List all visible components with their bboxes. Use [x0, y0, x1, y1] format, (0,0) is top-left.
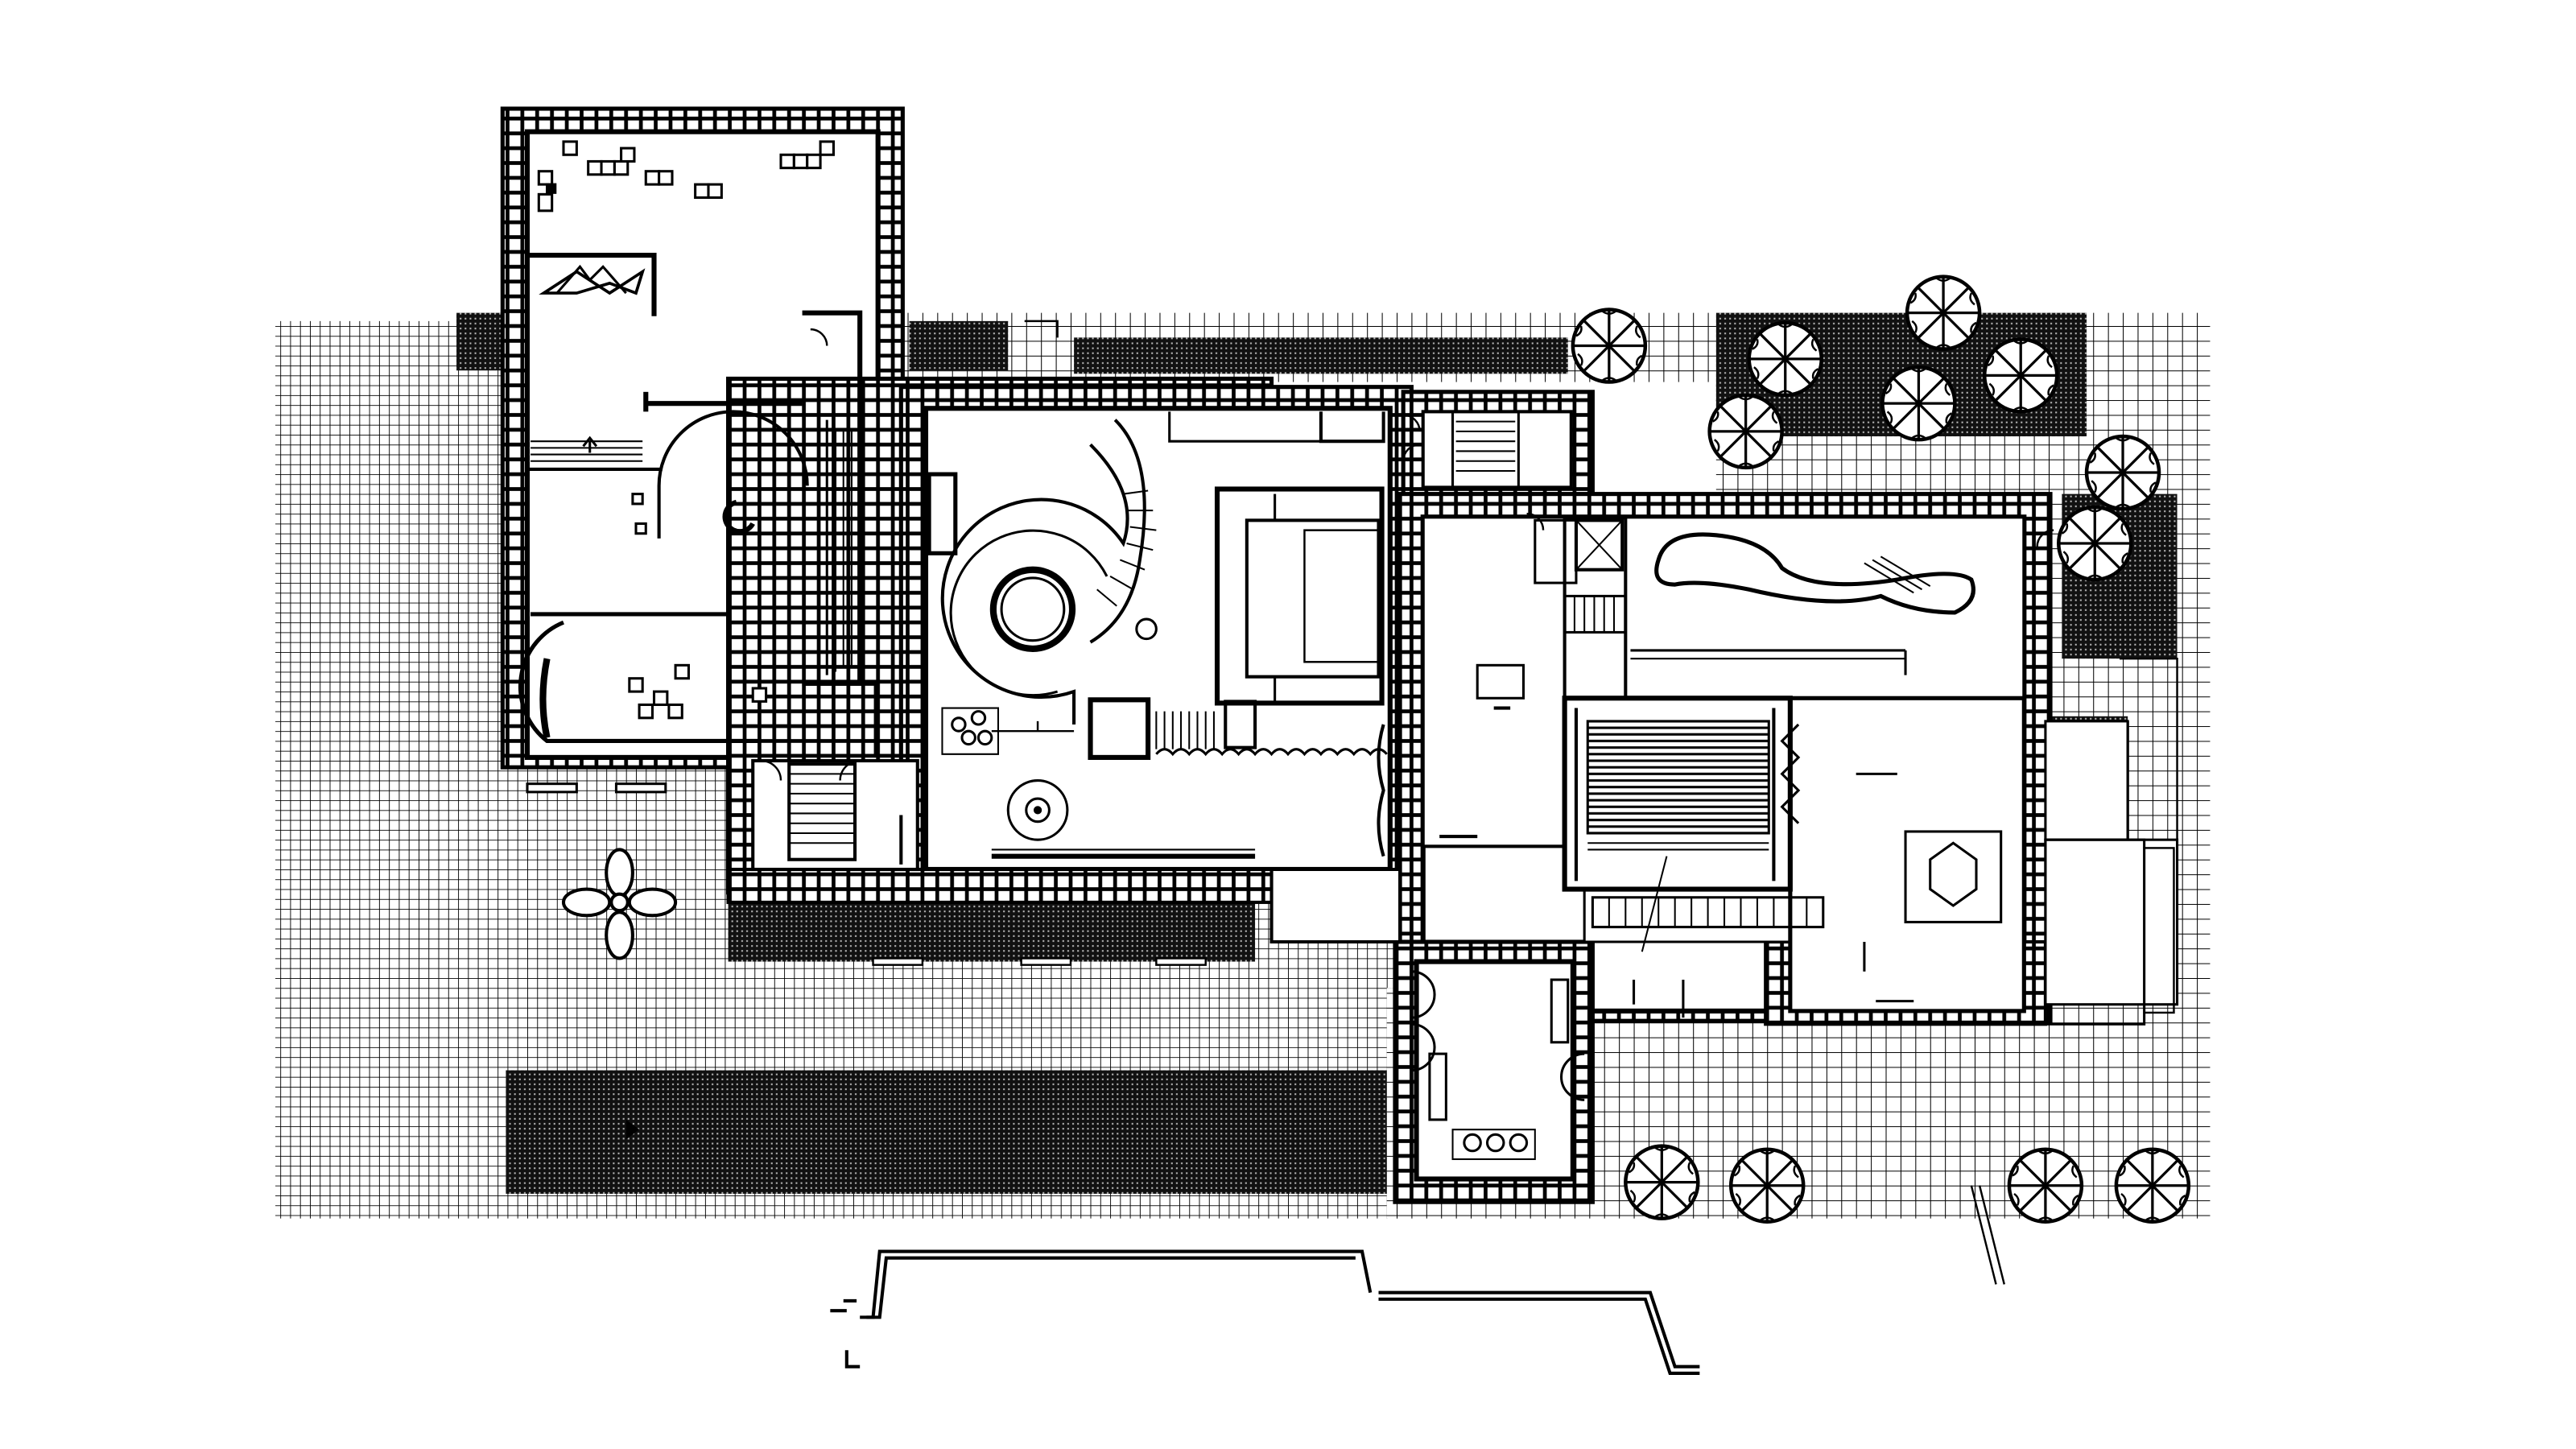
east-living-room — [1421, 515, 1567, 848]
west-terrace-paving — [275, 320, 506, 1219]
tree-plan-symbol-8 — [2058, 507, 2131, 580]
north-west-wing-interior — [518, 252, 879, 758]
curved-pool — [1654, 532, 1975, 615]
tree-plan-symbol-5 — [1882, 367, 1955, 440]
site-outline — [830, 1249, 1700, 1375]
reflecting-pool — [506, 1070, 1387, 1194]
tree-plan-symbol-11 — [2009, 1150, 2082, 1222]
south-dark-band — [728, 902, 1256, 962]
east-annex — [1970, 657, 2178, 1285]
tree-plan-symbol-12 — [2116, 1150, 2189, 1222]
north-link-interior — [1402, 410, 1520, 489]
east-large-hall — [1788, 696, 2026, 1013]
theatre-seating — [1586, 720, 1770, 835]
east-block-interior — [1439, 518, 2003, 1018]
door-swings — [761, 320, 2054, 762]
tree-plan-symbol-6 — [1710, 395, 1782, 468]
south-terrace-wall — [726, 867, 1274, 904]
north-dark-strip-1 — [909, 320, 1009, 371]
west-dark-strip — [456, 312, 506, 371]
north-west-furniture — [537, 140, 835, 720]
tree-plan-symbol-3 — [1907, 277, 1979, 349]
flower-sculpture — [561, 848, 678, 960]
south-details — [526, 782, 1413, 1140]
tree-plan-symbol-7 — [2087, 436, 2159, 509]
tree-plan-symbol-1 — [1573, 310, 1645, 382]
tree-plan-symbol-2 — [1749, 323, 1822, 395]
central-hall-interior — [927, 411, 1388, 859]
tree-plan-symbol-9 — [1625, 1146, 1698, 1219]
south-pavilion-interior — [1411, 970, 1585, 1161]
west-stair — [761, 759, 903, 865]
tree-plan-symbol-4 — [1984, 339, 2057, 411]
round-table — [1006, 779, 1069, 841]
north-dark-strip-2 — [1074, 337, 1568, 374]
round-column — [989, 566, 1076, 652]
tree-plan-symbol-10 — [1731, 1150, 1803, 1222]
